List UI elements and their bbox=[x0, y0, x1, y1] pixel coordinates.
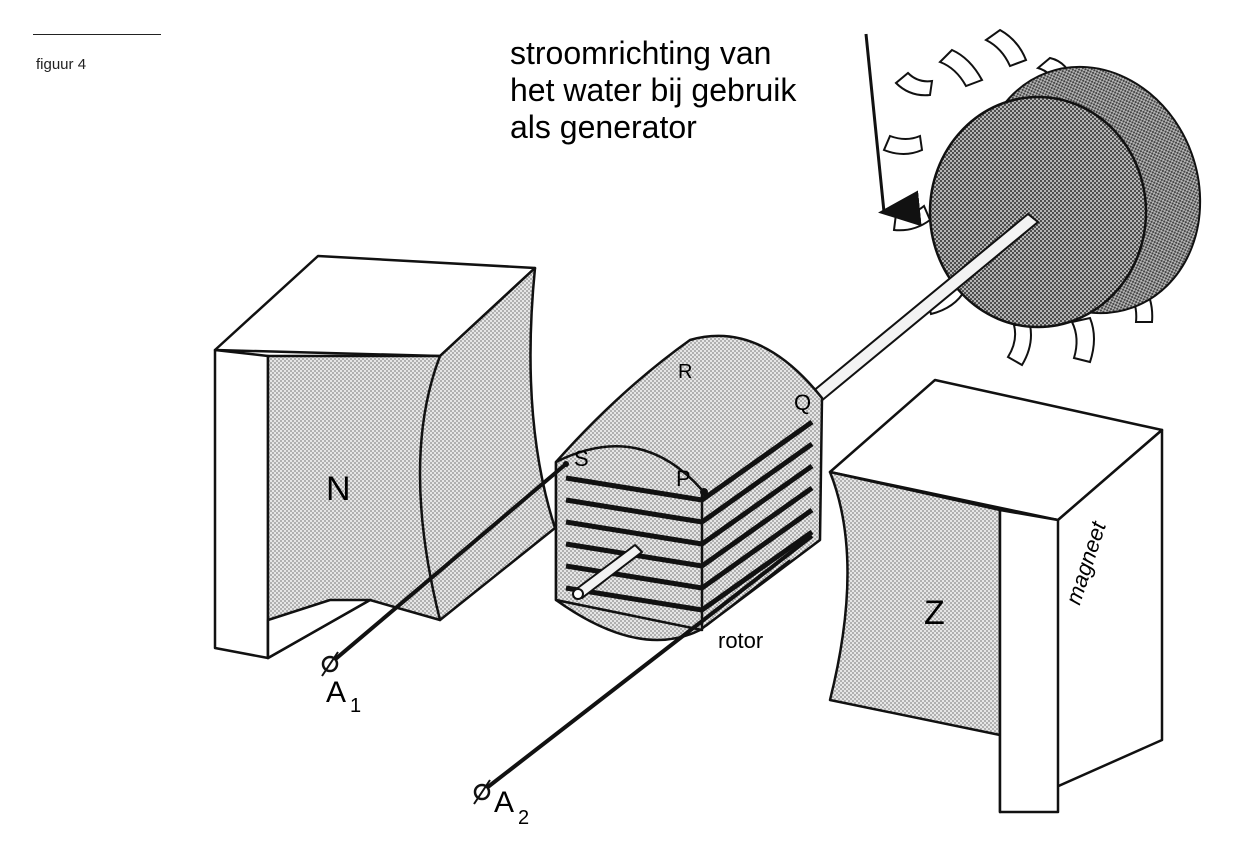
terminal-a2-subscript: 2 bbox=[518, 807, 529, 829]
magnet-north-end bbox=[213, 348, 270, 660]
magnet-north bbox=[213, 254, 557, 660]
terminal-a1-label: A bbox=[326, 676, 346, 709]
rotor-label-pointer bbox=[705, 559, 791, 627]
flow-annotation-line-3: als generator bbox=[510, 109, 697, 145]
caption-rule bbox=[33, 34, 161, 35]
flow-annotation-line-2: het water bij gebruik bbox=[510, 72, 797, 108]
terminal-a1-subscript: 1 bbox=[350, 695, 361, 717]
magnet-south bbox=[828, 378, 1164, 814]
magnet-north-front bbox=[266, 354, 442, 660]
figure-caption: figuur 4 bbox=[36, 56, 87, 73]
wheel-front-disk bbox=[928, 95, 1148, 329]
flow-annotation-line-1: stroomrichting van bbox=[510, 35, 771, 71]
point-label-p: P bbox=[676, 466, 691, 491]
lead-wire-2 bbox=[482, 534, 814, 792]
point-label-q: Q bbox=[794, 390, 811, 415]
terminal-a1: A 1 bbox=[321, 651, 361, 717]
lead-wire-1 bbox=[330, 462, 568, 664]
point-p-dot bbox=[700, 488, 708, 496]
rotor bbox=[554, 334, 824, 642]
point-label-s: S bbox=[574, 446, 589, 471]
flow-direction-arrow bbox=[864, 33, 922, 227]
rotor-label: rotor bbox=[718, 628, 763, 653]
magnet-south-pole-face bbox=[828, 470, 1002, 737]
point-label-r: R bbox=[678, 361, 692, 383]
terminal-a2: A 2 bbox=[473, 779, 529, 829]
terminal-a2-label: A bbox=[494, 786, 514, 819]
water-wheel bbox=[882, 28, 1202, 367]
pole-label-south: Z bbox=[924, 594, 945, 632]
lead-wires bbox=[330, 462, 814, 792]
pole-label-north: N bbox=[326, 470, 351, 508]
